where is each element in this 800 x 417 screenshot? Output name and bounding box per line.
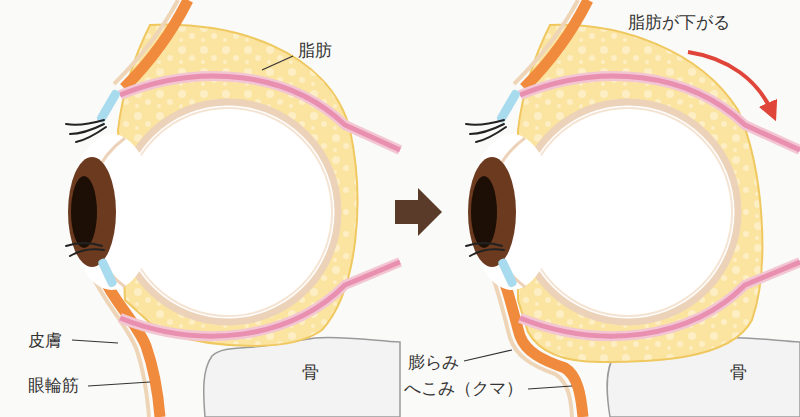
part-label: 骨 [730,362,747,382]
sag-arrow [688,52,772,112]
transition-arrow [395,188,442,236]
part-label: 骨 [302,362,319,382]
leader-lines [72,56,572,389]
part-label: 膨らみ [408,352,459,372]
part-label: 脂肪 [298,40,332,60]
part-label: 眼輪筋 [28,375,79,395]
part-label: 皮膚 [28,330,62,350]
part-label: へこみ（クマ） [404,378,523,398]
part-label: 脂肪が下がる [628,12,730,32]
